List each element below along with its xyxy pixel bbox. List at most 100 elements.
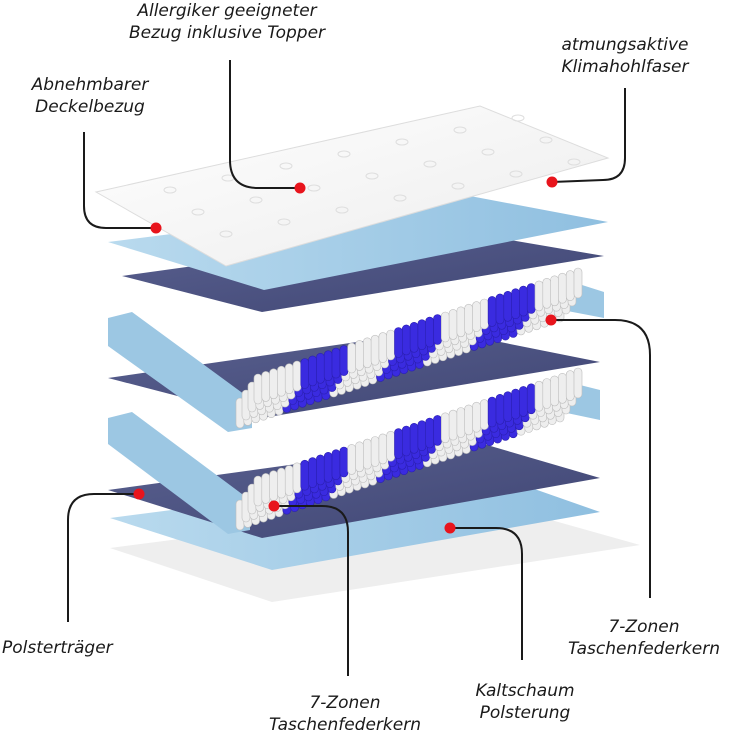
markers: [133, 176, 558, 534]
pocket-spring: [370, 436, 380, 467]
quilt-stitch: [279, 162, 293, 170]
quilt-stitch: [509, 170, 523, 178]
pocket-spring: [433, 415, 442, 446]
marker-foam: [444, 522, 456, 534]
pocket-spring: [394, 327, 403, 358]
pocket-spring: [378, 433, 388, 465]
quilt-stitch: [395, 138, 409, 146]
label-springs-top-line1: 7-Zonen: [608, 617, 680, 637]
quilt-stitch: [365, 172, 379, 180]
pocket-spring: [331, 449, 341, 481]
quilt-stitch: [567, 158, 581, 166]
pocket-spring: [479, 298, 489, 330]
label-springs-bottom-line2: Taschenfederkern: [269, 715, 421, 735]
pocket-spring: [300, 459, 310, 491]
pocket-spring: [401, 324, 411, 356]
quilt-stitch: [191, 208, 205, 216]
leader-springs-top: [551, 319, 651, 598]
pocket-spring: [456, 306, 466, 338]
quilt-stitch: [337, 150, 351, 158]
quilt-stitch: [307, 184, 321, 192]
pocket-spring: [370, 334, 380, 366]
pocket-spring: [277, 365, 286, 397]
leader-lines: [67, 60, 651, 676]
pocket-spring: [495, 393, 505, 425]
climate-fiber-layer: [108, 196, 608, 290]
label-topper-line1: Allergiker geeigneter: [137, 1, 317, 21]
label-springs-top-line2: Taschenfederkern: [568, 639, 720, 659]
label-springs-bottom: 7-Zonen Taschenfederkern: [240, 692, 450, 736]
pocket-spring: [487, 296, 497, 327]
quilt-stitch: [451, 182, 465, 190]
pocket-spring: [519, 285, 528, 317]
quilt-stitch: [393, 194, 407, 202]
pocket-spring: [386, 329, 396, 361]
pocket-spring: [464, 303, 474, 335]
pocket-spring: [573, 267, 583, 299]
pocket-spring: [292, 462, 302, 494]
pocket-spring: [519, 386, 528, 417]
label-pad: Polsterträger: [2, 637, 162, 659]
pocket-spring: [316, 454, 325, 486]
pocket-spring: [425, 316, 435, 348]
pocket-spring: [284, 363, 294, 395]
quilt-stitch: [453, 126, 467, 134]
pocket-spring: [253, 373, 263, 405]
label-springs-top: 7-Zonen Taschenfederkern: [552, 616, 736, 660]
label-foam-line1: Kaltschaum: [475, 681, 575, 701]
pocket-spring: [300, 358, 310, 389]
pocket-spring: [425, 417, 435, 449]
pocket-spring: [573, 367, 583, 399]
lower-spring-unit: [108, 367, 600, 534]
pocket-spring: [550, 375, 559, 407]
pocket-spring: [417, 420, 427, 452]
pocket-spring: [487, 396, 497, 428]
pocket-spring: [558, 272, 567, 304]
label-cover: Abnehmbarer Deckelbezug: [10, 74, 170, 118]
pocket-spring: [261, 371, 271, 402]
topper-quilting: [163, 114, 581, 238]
topper-layer: [94, 105, 610, 267]
pocket-spring: [378, 332, 388, 363]
pocket-spring: [503, 290, 513, 322]
pocket-spring: [362, 438, 372, 470]
lower-spring-side-panel: [108, 412, 250, 534]
leader-cover: [83, 132, 156, 229]
leader-fiber: [551, 88, 626, 183]
quilt-stitch: [163, 186, 177, 194]
pocket-spring: [503, 391, 513, 423]
quilt-stitch: [481, 148, 495, 156]
pocket-spring: [331, 347, 341, 379]
pocket-spring: [347, 444, 357, 475]
pocket-spring: [292, 360, 302, 392]
pocket-spring: [472, 401, 481, 433]
upper-spring-unit: [108, 267, 604, 432]
leader-pad: [67, 493, 139, 622]
marker-springs-top: [545, 314, 557, 326]
label-pad-line1: Polsterträger: [2, 638, 113, 658]
leader-springs-bottom: [274, 505, 349, 676]
marker-fiber: [546, 176, 558, 188]
pocket-spring: [440, 412, 450, 444]
pocket-spring: [362, 337, 372, 369]
quilt-stitch: [249, 196, 263, 204]
pocket-spring: [550, 275, 559, 307]
pocket-spring: [386, 430, 396, 462]
pocket-spring: [347, 342, 357, 374]
upper-spring-field: [235, 267, 583, 429]
pocket-spring: [316, 352, 325, 384]
upper-felt-pad: [122, 230, 604, 312]
pocket-spring: [542, 277, 552, 309]
pocket-spring: [409, 422, 419, 454]
quilt-stitch: [277, 218, 291, 226]
label-topper-line2: Bezug inklusive Topper: [128, 23, 326, 43]
label-fiber: atmungsaktive Klimahohlfaser: [530, 34, 720, 78]
pocket-spring: [464, 404, 474, 436]
pocket-spring: [440, 311, 450, 343]
leader-topper: [229, 60, 300, 189]
pocket-spring: [565, 370, 575, 401]
pocket-spring: [511, 288, 520, 320]
pocket-spring: [448, 309, 458, 340]
pocket-spring: [339, 345, 349, 376]
label-foam-line2: Polsterung: [479, 703, 571, 723]
